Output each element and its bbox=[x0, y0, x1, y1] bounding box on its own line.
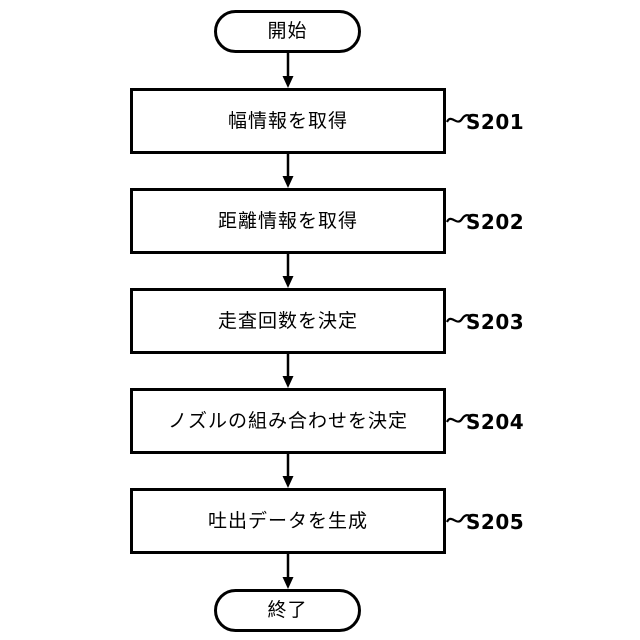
connector-s201-to-s202 bbox=[282, 154, 294, 188]
node-s201[interactable]: 幅情報を取得 bbox=[130, 88, 446, 154]
node-start[interactable]: 開始 bbox=[214, 10, 361, 53]
tilde-connector-s203 bbox=[446, 314, 472, 323]
connector-s202-to-s203 bbox=[282, 254, 294, 288]
step-ref-s203: S203 bbox=[466, 310, 525, 334]
node-s204[interactable]: ノズルの組み合わせを決定 bbox=[130, 388, 446, 454]
node-s201-label: 幅情報を取得 bbox=[227, 109, 348, 132]
step-ref-s204: S204 bbox=[466, 410, 525, 434]
node-s204-label: ノズルの組み合わせを決定 bbox=[167, 409, 408, 432]
node-s203-label: 走査回数を決定 bbox=[217, 309, 358, 332]
node-end[interactable]: 終了 bbox=[214, 589, 361, 632]
tilde-connector-s202 bbox=[446, 214, 472, 223]
node-s202-label: 距離情報を取得 bbox=[217, 209, 358, 232]
tilde-connector-s205 bbox=[446, 514, 472, 523]
node-s203[interactable]: 走査回数を決定 bbox=[130, 288, 446, 354]
node-s205[interactable]: 吐出データを生成 bbox=[130, 488, 446, 554]
node-s202[interactable]: 距離情報を取得 bbox=[130, 188, 446, 254]
connector-s203-to-s204 bbox=[282, 354, 294, 388]
node-s205-label: 吐出データを生成 bbox=[207, 509, 368, 532]
node-start-label: 開始 bbox=[267, 20, 308, 42]
step-ref-s202: S202 bbox=[466, 210, 525, 234]
step-ref-s201: S201 bbox=[466, 110, 525, 134]
connector-s205-to-end bbox=[282, 554, 294, 589]
connector-start-to-s201 bbox=[282, 53, 294, 88]
step-ref-s205: S205 bbox=[466, 510, 525, 534]
connector-s204-to-s205 bbox=[282, 454, 294, 488]
tilde-connector-s204 bbox=[446, 414, 472, 423]
node-end-label: 終了 bbox=[267, 599, 308, 621]
tilde-connector-s201 bbox=[446, 114, 472, 123]
